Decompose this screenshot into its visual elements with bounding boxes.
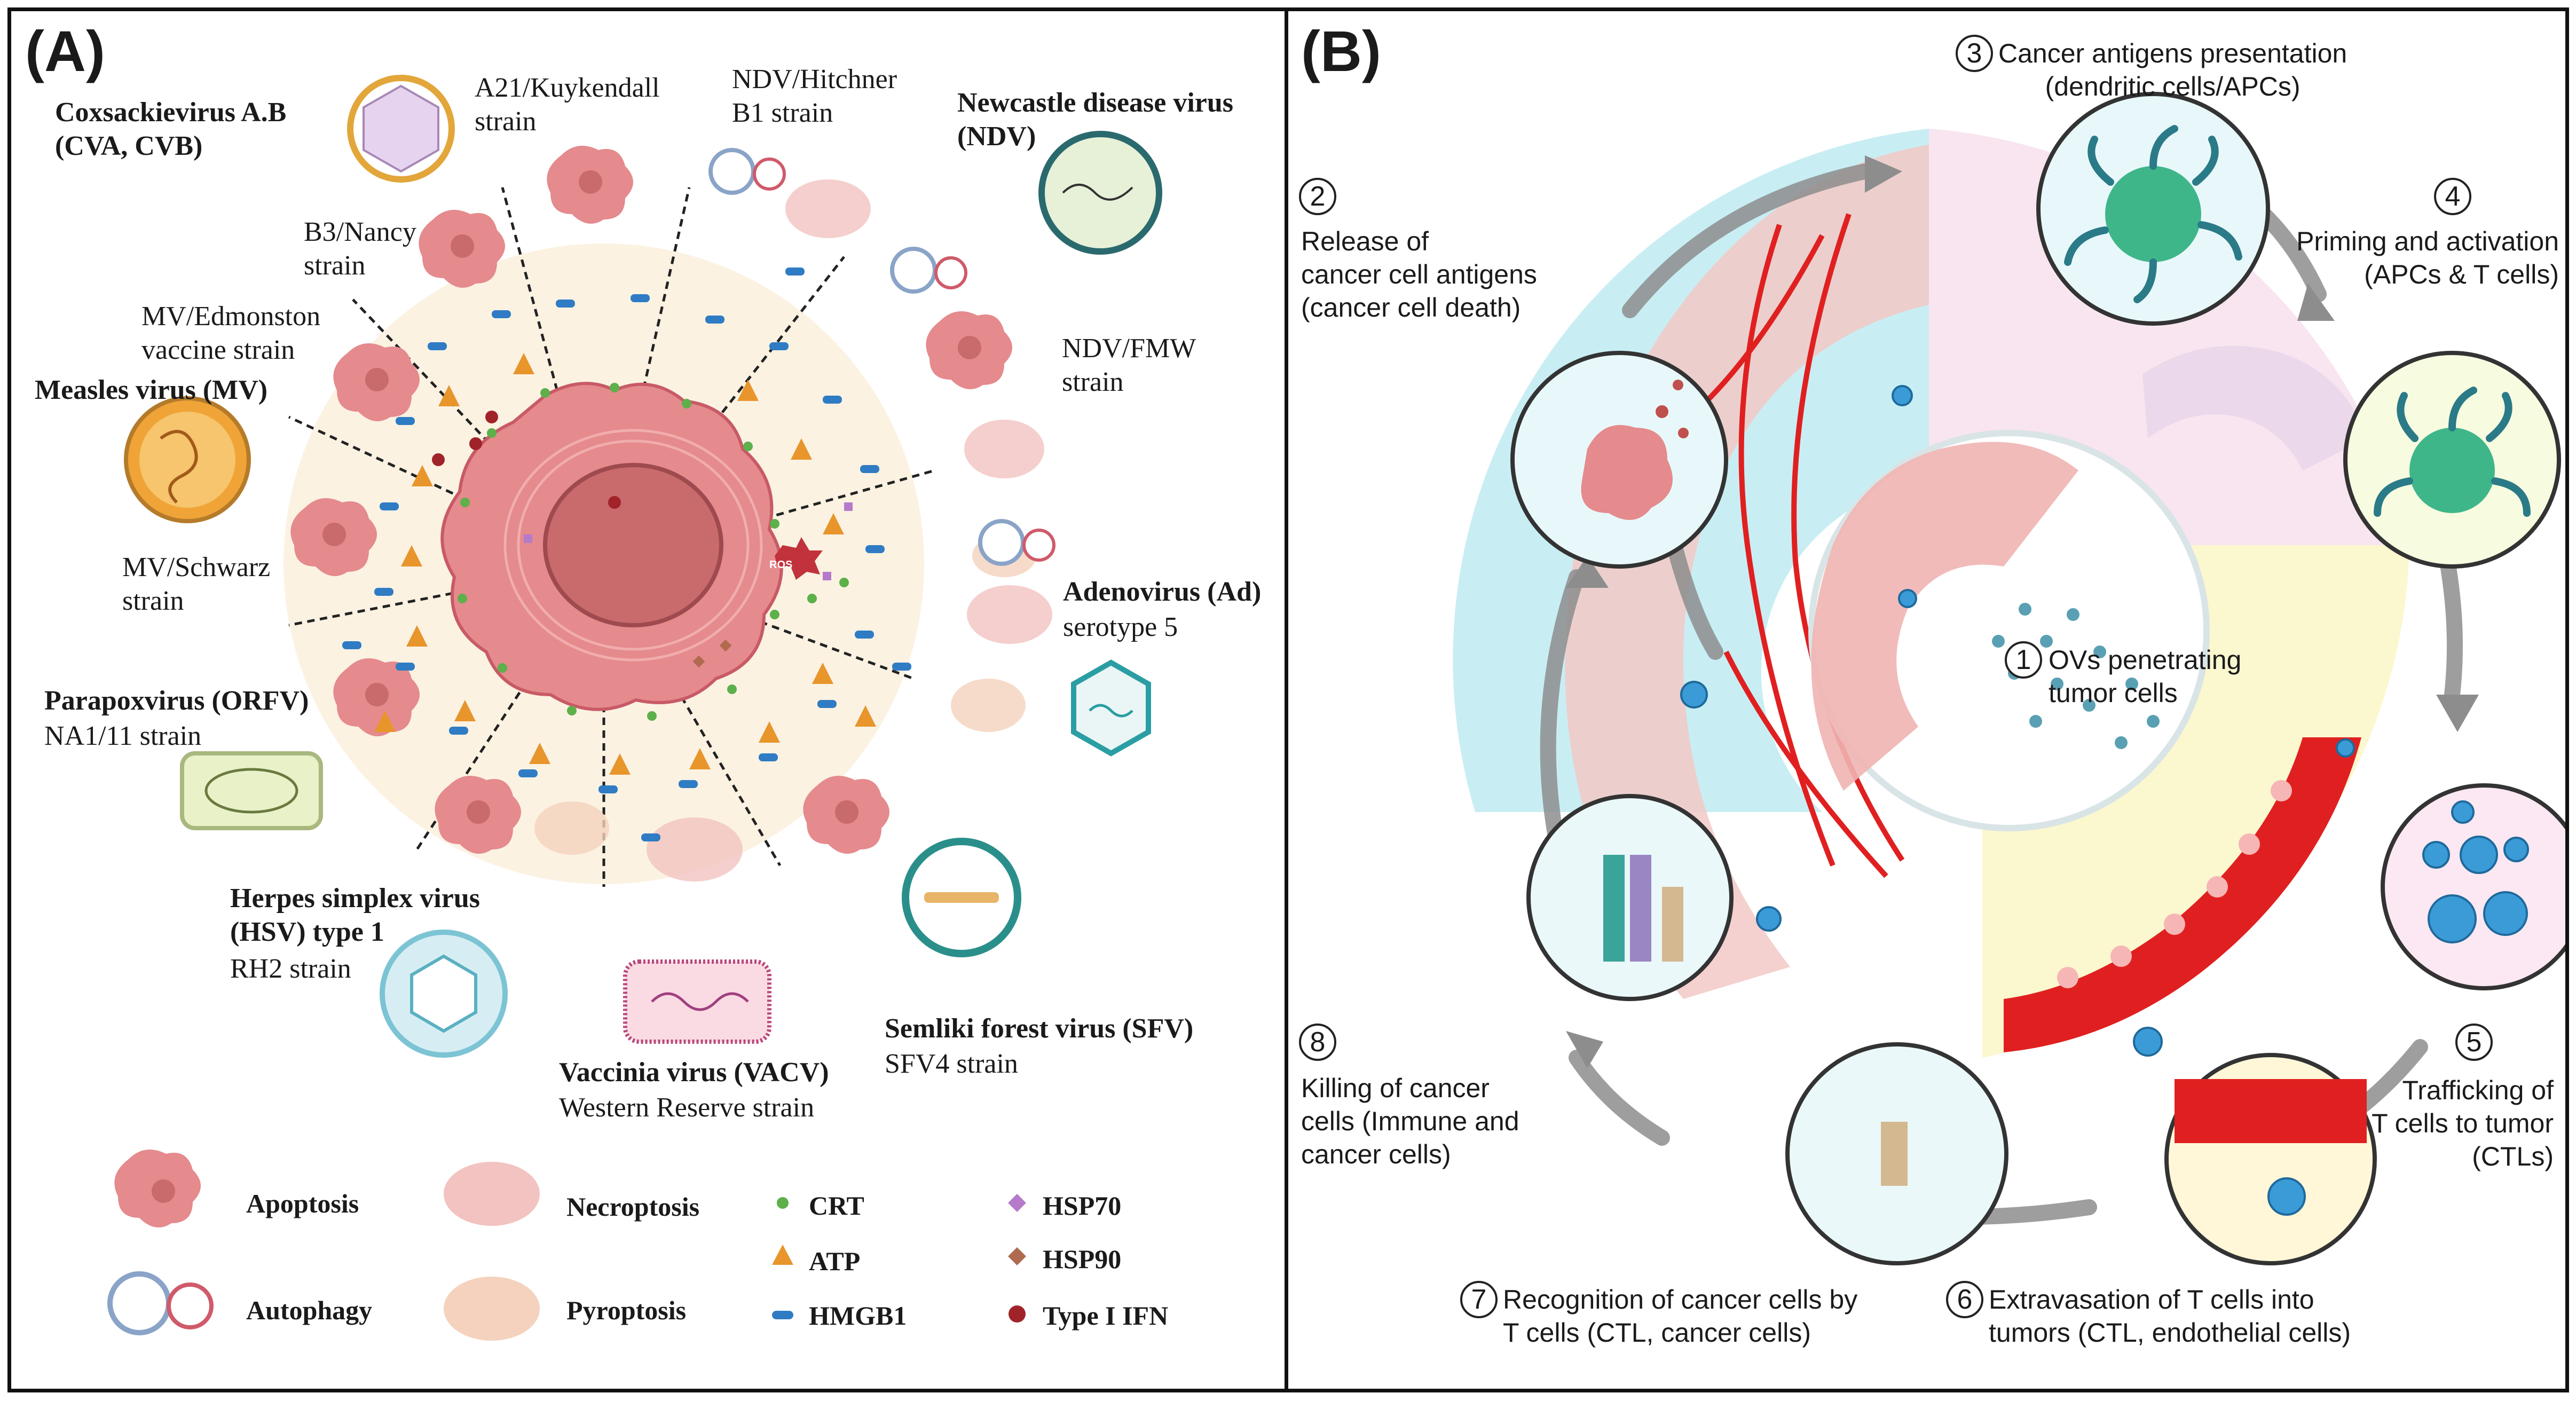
legend-atp: ATP (809, 1246, 861, 1276)
crt-dots (458, 383, 849, 721)
vessel-wall-step6 (2175, 1079, 2367, 1143)
hmgb1-dashes (342, 267, 911, 841)
step-5-number: 5 (2455, 1024, 2493, 1061)
dying-cancer-cell-step2 (1581, 425, 1673, 520)
t-cells (1680, 385, 2529, 1216)
cancer-immunity-cycle-diagram (1453, 92, 2565, 1265)
measles-virus-icon (124, 396, 251, 523)
legend-hsp70: HSP70 (1043, 1191, 1122, 1221)
step-1-number: 1 (2005, 641, 2042, 679)
step-8-number: 8 (1299, 1024, 1336, 1061)
sfv-strain-label: SFV4 strain (885, 1049, 1018, 1079)
tcr-receptors (1603, 855, 1908, 1186)
coxsackievirus-name: Coxsackievirus A.B (CVA, CVB) (55, 97, 287, 162)
adenovirus-name: Adenovirus (Ad) (1063, 577, 1262, 607)
b3-strain-label: B3/Nancy strain (304, 217, 416, 281)
atp-triangles (374, 353, 876, 775)
panel-b: (B) (1285, 7, 2569, 1392)
mv-edmonston-strain-label: MV/Edmonston vaccine strain (141, 301, 321, 366)
step-7-text: Recognition of cancer cells by T cells (… (1503, 1285, 1858, 1348)
released-antigens (1656, 380, 1689, 438)
autophagy-icons (708, 148, 1055, 566)
legend-autophagy: Autophagy (246, 1295, 373, 1325)
dendritic-cell-step3 (2064, 125, 2242, 303)
ndv-name: Newcastle disease virus (NDV) (957, 88, 1234, 152)
legend-pyroptosis: Pyroptosis (566, 1295, 687, 1325)
legend-hsp90: HSP90 (1043, 1244, 1122, 1274)
step-3-text: Cancer antigens presentation (dendritic … (1998, 38, 2347, 101)
main-blood-vessel (2004, 737, 2361, 1052)
step-7-number: 7 (1460, 1281, 1498, 1318)
hsv-name: Herpes simplex virus (HSV) type 1 (230, 883, 480, 948)
sfv-name: Semliki forest virus (SFV) (885, 1013, 1194, 1044)
parapoxvirus-name: Parapoxvirus (ORFV) (44, 686, 309, 716)
legend-symbols (107, 1150, 1026, 1341)
ndv-hitchner-strain-label: NDV/Hitchner B1 strain (732, 64, 897, 129)
measles-virus-name: Measles virus (MV) (35, 375, 268, 405)
dendritic-cell-step4 (2374, 387, 2531, 517)
hsv-icon (380, 930, 508, 1058)
ov-particles (1992, 603, 2160, 749)
lymph-node (2142, 345, 2367, 470)
central-cell-organelles (503, 429, 763, 662)
legend-apoptosis: Apoptosis (246, 1189, 359, 1218)
step-6-number: 6 (1946, 1281, 1983, 1318)
legend-type-i-ifn: Type I IFN (1043, 1301, 1169, 1331)
ndv-fmw-strain-label: NDV/FMW strain (1062, 333, 1196, 398)
step-1-text: OVs penetrating tumor cells (2049, 645, 2242, 708)
red-blood-cells (2057, 780, 2292, 988)
central-cell-nucleus (543, 463, 723, 627)
step-8-text: Killing of cancer cells (Immune and canc… (1301, 1073, 1519, 1169)
step-3-number: 3 (1956, 35, 1993, 72)
coxsackievirus-icon (347, 75, 455, 183)
hsp90-marks (692, 639, 732, 668)
legend-crt: CRT (809, 1191, 864, 1221)
a21-strain-label: A21/Kuykendall strain (475, 73, 660, 137)
tumor-cells-cluster (1811, 442, 2078, 791)
step-6-text: Extravasation of T cells into tumors (CT… (1989, 1285, 2351, 1348)
step-4-number: 4 (2434, 178, 2471, 215)
panel-a-letter: (A) (25, 19, 105, 83)
legend-hmgb1: HMGB1 (809, 1301, 907, 1331)
vaccinia-name: Vaccinia virus (VACV) (559, 1057, 829, 1088)
necroptotic-cells (647, 179, 1052, 881)
step-2-number: 2 (1299, 178, 1336, 215)
type-i-ifn-dots (432, 411, 621, 509)
step-4-text: Priming and activation (APCs & T cells) (2296, 226, 2559, 289)
parapoxvirus-icon (180, 751, 323, 830)
blood-vessel-region-bg (1982, 545, 2409, 1058)
mv-schwarz-strain-label: MV/Schwarz strain (122, 552, 271, 617)
apoptotic-cell-nuclei (322, 170, 981, 824)
panel-a: (A) (7, 7, 1290, 1392)
panel-b-letter: (B) (1301, 19, 1381, 83)
adenovirus-icon (1071, 659, 1151, 757)
ndv-icon (1038, 131, 1162, 255)
vaccinia-icon (623, 959, 771, 1044)
hsv-strain-label: RH2 strain (230, 954, 351, 984)
ros-label: ROS (769, 559, 793, 571)
icd-wheel-diagram (124, 75, 1162, 1058)
parapoxvirus-strain-label: NA1/11 strain (44, 721, 202, 751)
hsp70-marks (524, 502, 853, 580)
legend-necroptosis: Necroptosis (566, 1192, 700, 1222)
adenovirus-strain-label: serotype 5 (1063, 612, 1178, 642)
vaccinia-strain-label: Western Reserve strain (559, 1092, 815, 1123)
ros-burst (775, 537, 823, 580)
step-5-text: Trafficking of T cells to tumor (CTLs) (2372, 1075, 2554, 1171)
sfv-icon (902, 838, 1021, 957)
step-2-text: Release of cancer cell antigens (cancer … (1301, 226, 1537, 322)
